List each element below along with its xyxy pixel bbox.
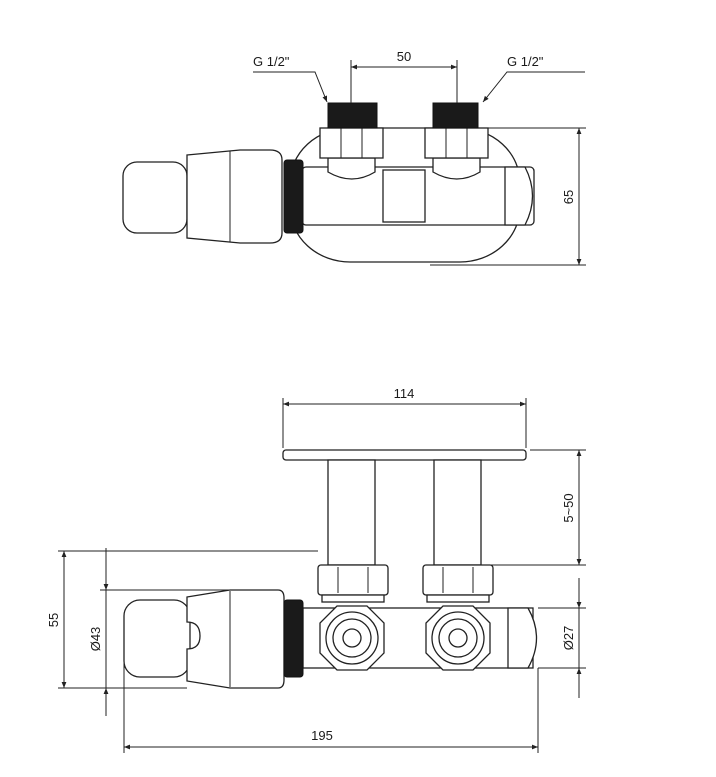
thread-leader-left xyxy=(253,71,328,103)
thread-leader-right xyxy=(482,71,585,103)
left-collar xyxy=(321,594,385,603)
left-stem xyxy=(327,459,376,566)
thread-label-left: G 1/2" xyxy=(253,54,290,69)
locking-ring xyxy=(283,599,304,678)
left-thread xyxy=(327,102,378,129)
cap-diameter-label: Ø43 xyxy=(88,627,103,652)
plate-width-label: 114 xyxy=(394,386,415,401)
height-dimension-label: 55 xyxy=(46,613,61,627)
right-stem xyxy=(433,459,482,566)
wall-plate xyxy=(282,449,527,461)
tube-middle-section xyxy=(382,169,426,223)
tube-end-cap xyxy=(504,166,534,226)
thermostat-head xyxy=(186,589,285,689)
thermostat-head xyxy=(186,149,283,244)
thermostat-knob xyxy=(123,599,191,678)
locking-ring xyxy=(283,159,304,234)
top-view: 50 G 1/2" G 1/2" 65 xyxy=(122,49,586,266)
spacing-dimension-label: 50 xyxy=(397,49,411,64)
front-view: 114 5~50 Ø27 55 Ø43 195 xyxy=(46,386,586,753)
right-thread xyxy=(432,102,479,129)
wall-distance-label: 5~50 xyxy=(561,493,576,522)
thermostat-knob xyxy=(122,161,188,234)
right-nut xyxy=(422,564,494,596)
right-fitting-neck xyxy=(432,157,481,180)
thread-label-right: G 1/2" xyxy=(507,54,544,69)
left-port-fitting xyxy=(319,605,385,671)
left-nut xyxy=(317,564,389,596)
left-fitting-neck xyxy=(327,157,376,180)
left-nut xyxy=(319,127,384,159)
height-dimension-label: 65 xyxy=(561,190,576,204)
length-dimension-label: 195 xyxy=(311,728,333,743)
right-nut xyxy=(424,127,489,159)
tube-end-cap xyxy=(507,607,538,669)
right-collar xyxy=(426,594,490,603)
body-diameter-label: Ø27 xyxy=(561,626,576,651)
right-port-fitting xyxy=(425,605,491,671)
